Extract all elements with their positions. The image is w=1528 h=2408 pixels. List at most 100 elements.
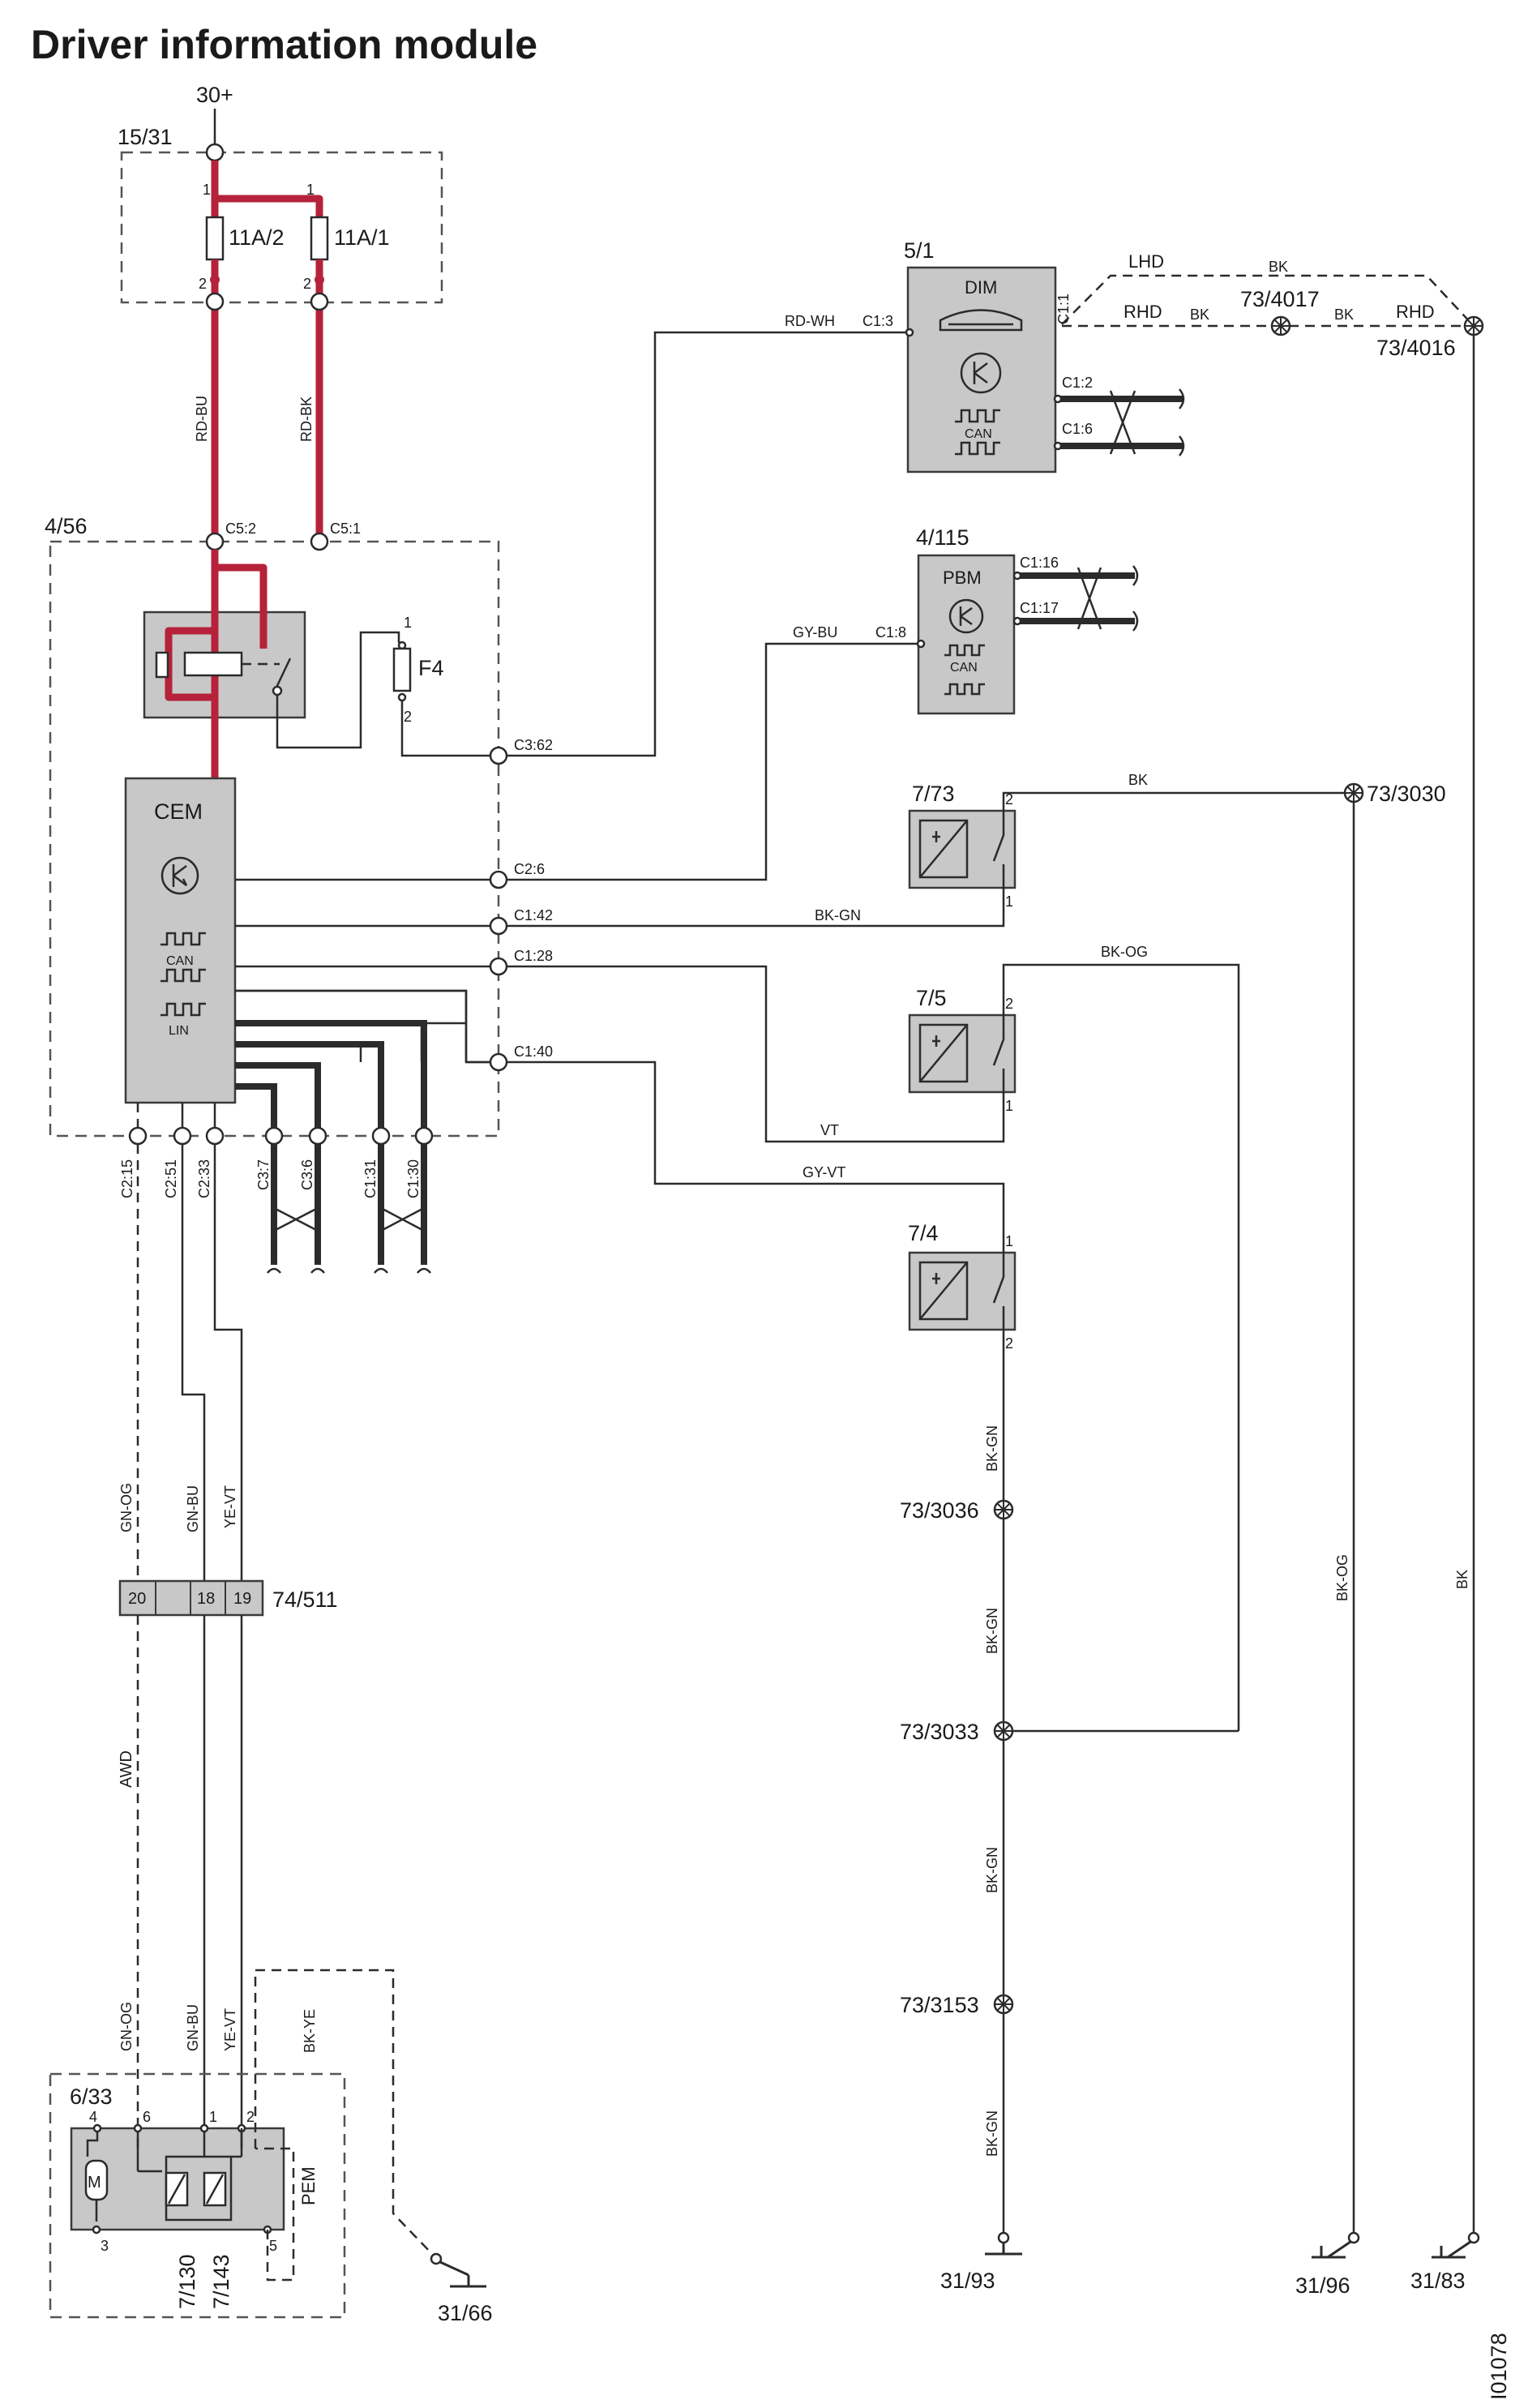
dim-can-label: CAN — [965, 427, 992, 441]
supply-label: 30+ — [196, 83, 233, 107]
bk-og-vertical-label: BK-OG — [1334, 1554, 1350, 1601]
figure-id: I01078 — [1487, 2333, 1511, 2400]
dim-pin-c1-3: C1:3 — [862, 313, 893, 329]
dim-can-wave-bottom-icon — [955, 441, 1000, 456]
switch-7-4-pin-top: 1 — [1005, 1233, 1013, 1249]
cem-box-4-56 — [49, 540, 500, 1138]
switch-7-73-sensor-symbol — [919, 820, 968, 878]
gy-bu-label: GY-BU — [793, 624, 837, 641]
pin-c1-40-terminal — [489, 1052, 508, 1072]
wire-break-icons — [267, 1267, 431, 1274]
pem-sensor-a: 7/130 — [175, 2254, 199, 2309]
pin-c2-6: C2:6 — [514, 861, 545, 877]
dim-break-icons — [1179, 388, 1185, 456]
rd-wh-label: RD-WH — [785, 313, 835, 329]
dim-pin-c1-1: C1:1 — [1055, 294, 1072, 324]
can-c1-31-wire — [235, 1041, 384, 1265]
gn-bu-label-upper: GN-BU — [185, 1485, 201, 1532]
pin-c1-30-terminal — [414, 1126, 434, 1146]
pem-motor-symbol: M — [88, 2174, 101, 2192]
gy-vt-label: GY-VT — [803, 1164, 845, 1180]
dim-can-wave-top-icon — [955, 409, 1000, 423]
ground-31-93-icon — [985, 2231, 1022, 2256]
supply-terminal — [205, 143, 225, 162]
switch-7-73-pin-top: 2 — [1005, 791, 1013, 808]
splice-4017-icon — [1270, 315, 1291, 336]
fuse-b-label: 11A/1 — [334, 225, 390, 250]
rhd-label-right: RHD — [1396, 302, 1435, 322]
bk-ye-label: BK-YE — [302, 2009, 318, 2053]
diagram-title: Driver information module — [31, 22, 537, 67]
pem-pin-1: 1 — [209, 2109, 217, 2125]
pem-pin-4: 4 — [89, 2109, 97, 2125]
switch-7-73-pin-bottom: 1 — [1005, 893, 1013, 910]
pin-c5-1-terminal — [310, 532, 329, 551]
switch-7-4-contact — [992, 1253, 1005, 1330]
switch-7-4-sensor-icon — [918, 1261, 969, 1321]
vt-label: VT — [820, 1122, 839, 1138]
fuse-11a-1 — [310, 216, 329, 261]
fuse-a-node — [210, 275, 220, 285]
pbm-module — [917, 554, 1016, 715]
ground-31-96-icon — [1312, 2231, 1360, 2259]
pem-pin6-dot — [133, 2123, 143, 2133]
cem-transistor-icon — [161, 856, 199, 895]
can-c3-7-wire — [235, 1083, 277, 1265]
awd-label: AWD — [118, 1750, 135, 1788]
dim-cluster-icon — [939, 309, 1023, 332]
pem-sensor-b: 7/143 — [209, 2254, 233, 2309]
dim-transistor-icon — [960, 352, 1002, 394]
bk-7-73-label: BK — [1128, 772, 1148, 788]
pin-c2-33-terminal — [205, 1126, 225, 1146]
pin-c1-42: C1:42 — [514, 907, 553, 923]
rhd-bk-label-left: BK — [1190, 306, 1209, 323]
pin-c1-28-terminal — [489, 957, 508, 976]
pin-c5-2: C5:2 — [225, 521, 256, 537]
pin-c2-6-terminal — [489, 870, 508, 889]
gn-og-label-upper: GN-OG — [118, 1483, 135, 1532]
fuse-a-pin-top: 1 — [203, 182, 211, 198]
pem-sensor-wiring — [95, 2128, 243, 2222]
splice-4016-icon — [1463, 315, 1484, 336]
pbm-can-wave-bottom-icon — [944, 683, 985, 696]
pin-c5-2-terminal — [205, 532, 225, 551]
pem-pin4-dot — [92, 2123, 102, 2133]
pin-c1-30: C1:30 — [405, 1159, 422, 1198]
pin-c1-40: C1:40 — [514, 1043, 553, 1060]
cem-aux-wire — [235, 1044, 362, 1062]
splice-3033-icon — [993, 1720, 1014, 1742]
cem-transistor-symbol — [172, 864, 188, 887]
bk-gn-7-73-label: BK-GN — [815, 907, 861, 923]
ground-31-96: 31/96 — [1295, 2273, 1350, 2298]
pbm-can-label: CAN — [950, 661, 978, 675]
bk-7-73-wire — [1002, 791, 1346, 811]
dim-module — [906, 266, 1057, 473]
ground-31-66: 31/66 — [438, 2301, 493, 2325]
pin-c3-62: C3:62 — [514, 737, 553, 753]
fuse-box-id: 15/31 — [118, 125, 173, 149]
pem-pin-3: 3 — [101, 2238, 109, 2254]
rhd-label-left: RHD — [1124, 302, 1162, 322]
switch-7-5-pin-top: 2 — [1005, 996, 1013, 1012]
lhd-bk-label: BK — [1269, 259, 1288, 275]
switch-7-4-id: 7/4 — [908, 1221, 939, 1245]
cem-label: CEM — [154, 799, 203, 824]
pin-c2-15-terminal — [128, 1126, 148, 1146]
bk-gn-label-1: BK-GN — [984, 1425, 1000, 1472]
pbm-label: PBM — [943, 568, 982, 588]
pem-sensor-arrows — [167, 2174, 225, 2204]
fuse-f4 — [392, 647, 412, 692]
cem-box-id: 4/56 — [45, 514, 88, 538]
relay-coil — [183, 651, 243, 677]
pem-pin-5: 5 — [269, 2238, 277, 2254]
pin-c3-6: C3:6 — [299, 1159, 315, 1190]
pin-c3-62-terminal — [489, 746, 508, 765]
fuse-b-pin-bottom: 2 — [303, 276, 311, 292]
splice-3036-icon — [993, 1499, 1014, 1520]
cem-can-wave-top-icon — [161, 932, 206, 946]
f4-pin2: 2 — [404, 709, 412, 725]
fuse-b-out — [310, 292, 329, 311]
cem-can-label: CAN — [166, 954, 194, 968]
pbm-can-wave-top-icon — [944, 644, 985, 657]
pin-c3-6-terminal — [308, 1126, 327, 1146]
